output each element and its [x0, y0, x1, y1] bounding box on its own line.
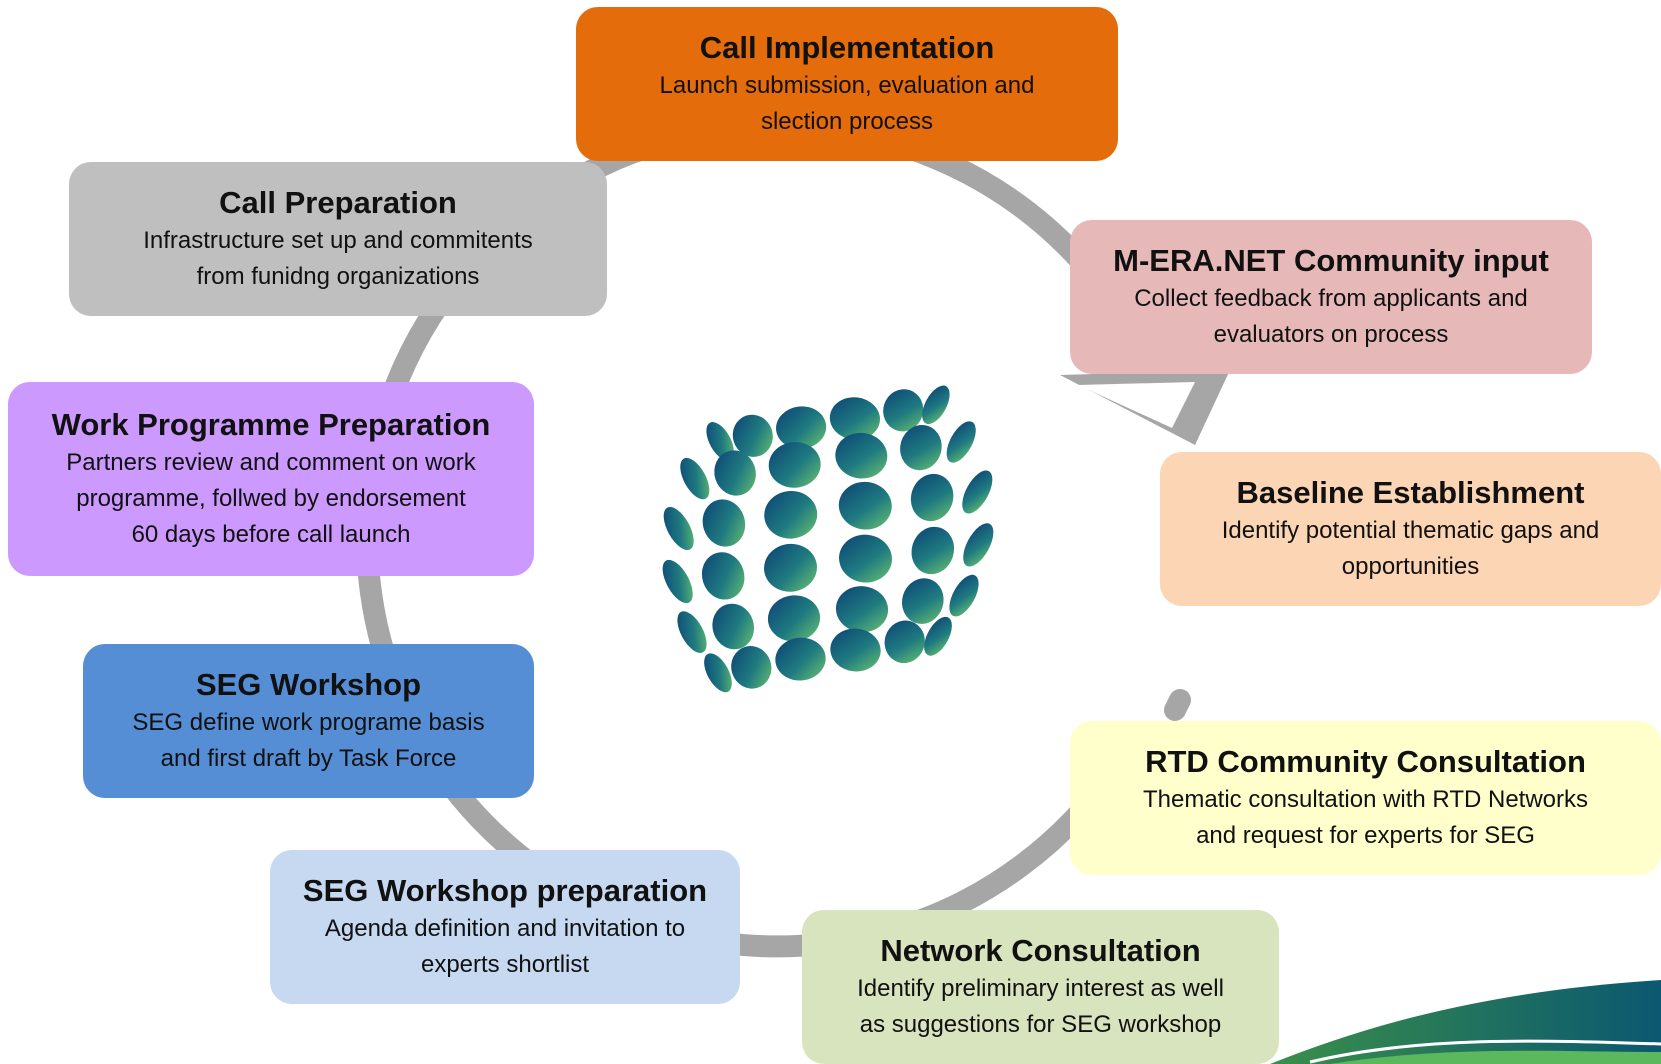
step-desc: programme, follwed by endorsement [76, 485, 466, 512]
step-seg-workshop: SEG Workshop SEG define work programe ba… [83, 644, 534, 798]
step-desc: experts shortlist [420, 951, 590, 978]
logo-dot [764, 543, 817, 592]
logo-dot [835, 586, 889, 633]
logo-dot [829, 397, 880, 440]
logo-dot [900, 424, 942, 471]
logo-dot [884, 620, 925, 664]
logo-dot [830, 628, 881, 672]
step-desc: Thematic consultation with RTD Networks [1142, 786, 1589, 813]
logo-dot [839, 534, 892, 583]
logo-dot [706, 422, 734, 461]
step-rtd-community-consultation: RTD Community Consultation Thematic cons… [1070, 721, 1661, 875]
step-desc: opportunities [1341, 553, 1480, 580]
step-title: Work Programme Preparation [51, 407, 491, 442]
step-title: RTD Community Consultation [1145, 744, 1586, 779]
step-desc: and request for experts for SEG [1196, 822, 1535, 849]
step-desc: 60 days before call launch [131, 521, 411, 548]
logo-dot [901, 578, 944, 624]
step-call-implementation: Call Implementation Launch submission, e… [576, 7, 1118, 161]
logo-dot [767, 595, 821, 642]
logo-dot [764, 490, 818, 539]
step-desc: Partners review and comment on work [66, 449, 476, 476]
step-title: M-ERA.NET Community input [1113, 243, 1549, 278]
logo-dot [714, 450, 756, 496]
logo-dot [712, 603, 755, 650]
step-community-input: M-ERA.NET Community input Collect feedba… [1070, 220, 1592, 374]
corner-wave [1270, 980, 1661, 1064]
wave-green [1330, 1050, 1661, 1064]
logo-dot [775, 637, 826, 681]
step-desc: evaluators on process [1213, 321, 1449, 348]
logo-dot [835, 432, 888, 479]
step-title: SEG Workshop [195, 667, 422, 702]
logo-dot [949, 574, 979, 617]
step-desc: from funidng organizations [196, 263, 480, 290]
logo-dot [701, 552, 745, 600]
step-desc: and first draft by Task Force [160, 745, 457, 772]
step-title: Network Consultation [880, 933, 1201, 968]
logo-dot [924, 616, 952, 656]
logo-dot [922, 385, 950, 425]
logo-dot [911, 526, 955, 575]
step-desc: as suggestions for SEG workshop [859, 1011, 1222, 1038]
wave-highlight [1309, 1039, 1661, 1064]
wave-dark [1270, 980, 1661, 1064]
logo-dot [702, 499, 746, 547]
logo-dot [776, 406, 827, 449]
logo-dot [732, 414, 773, 457]
step-title: Baseline Establishment [1236, 475, 1585, 510]
step-work-programme-preparation: Work Programme Preparation Partners revi… [8, 382, 534, 576]
step-desc: slection process [760, 108, 934, 135]
cycle-arrowhead-inner [1078, 382, 1195, 428]
step-desc: Collect feedback from applicants and [1134, 285, 1528, 312]
step-title: Call Implementation [699, 30, 995, 65]
step-title: Call Preparation [219, 185, 457, 220]
logo-dot [963, 523, 994, 567]
logo-dot [680, 457, 710, 500]
step-desc: SEG define work programe basis [132, 709, 485, 736]
step-desc: Infrastructure set up and commitents [143, 227, 533, 254]
cycle-tail [1164, 689, 1191, 721]
step-desc: Agenda definition and invitation to [324, 915, 686, 942]
logo-dot [910, 473, 954, 522]
step-desc: Identify potential thematic gaps and [1221, 517, 1600, 544]
step-baseline-establishment: Baseline Establishment Identify potentia… [1160, 452, 1661, 606]
logo-dot [768, 442, 821, 488]
step-call-preparation: Call Preparation Infrastructure set up a… [69, 162, 607, 316]
step-network-consultation: Network Consultation Identify preliminar… [802, 910, 1279, 1064]
logo-dot [677, 611, 707, 653]
logo-dot [731, 646, 772, 689]
logo-dot [662, 559, 693, 604]
logo-dot [883, 389, 924, 432]
step-desc: Launch submission, evaluation and [659, 72, 1035, 99]
globe-dots-logo [662, 385, 994, 693]
logo-dot [946, 421, 976, 463]
logo-dot [663, 506, 694, 551]
step-seg-workshop-preparation: SEG Workshop preparation Agenda definiti… [270, 850, 740, 1004]
step-title: SEG Workshop preparation [302, 873, 708, 908]
step-desc: Identify preliminary interest as well [857, 975, 1224, 1002]
logo-dot [838, 481, 892, 530]
logo-dot [704, 653, 732, 693]
logo-dot [962, 470, 993, 514]
